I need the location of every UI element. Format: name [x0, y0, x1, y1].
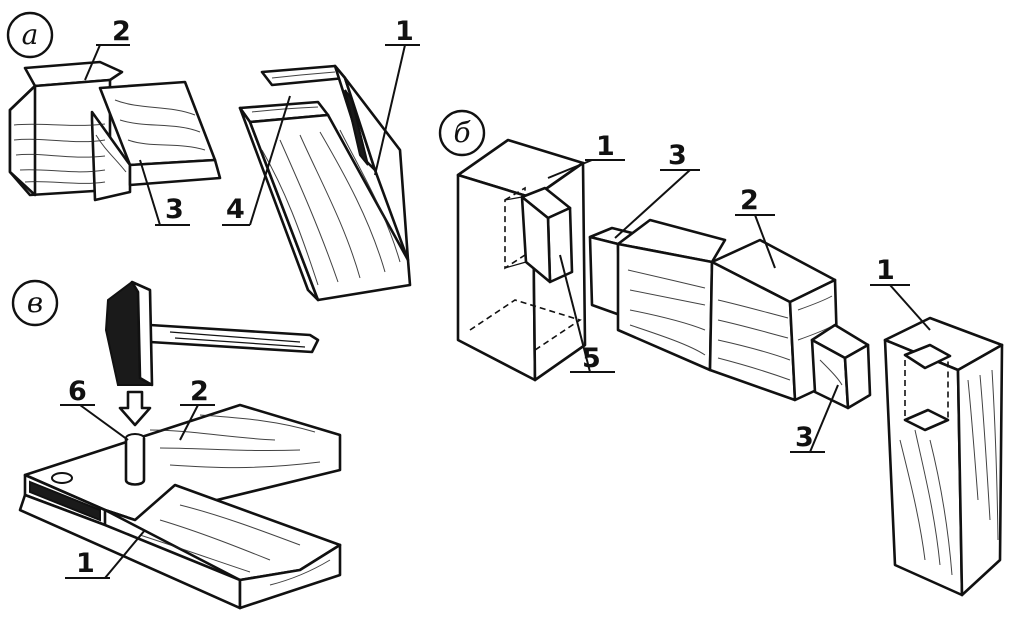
label-6: 6 [68, 376, 87, 407]
panel-v-leaders [60, 404, 215, 579]
rail-part-2 [588, 218, 872, 410]
arrow-down-icon [118, 390, 152, 427]
panel-a: а [6, 11, 420, 302]
label-1-right: 1 [876, 255, 895, 286]
label-1: 1 [395, 16, 414, 47]
label-3: 3 [165, 194, 184, 225]
hammer-icon [104, 280, 320, 387]
corner-joint [18, 403, 342, 610]
panel-a-leaders [84, 44, 420, 226]
panel-b-marker: б [438, 109, 486, 157]
svg-text:а: а [22, 18, 39, 51]
label-3-bottom: 3 [795, 422, 814, 453]
label-4: 4 [226, 194, 245, 225]
label-1: 1 [76, 548, 95, 579]
label-2: 2 [740, 185, 759, 216]
svg-text:б: б [453, 116, 471, 149]
panel-b-leaders [547, 159, 931, 453]
label-2: 2 [190, 376, 209, 407]
label-3-top: 3 [668, 140, 687, 171]
svg-text:в: в [27, 286, 43, 319]
panel-a-marker: а [6, 11, 54, 59]
slotted-block-part-1 [238, 64, 412, 302]
dowel-part-6 [124, 433, 146, 486]
label-5: 5 [582, 343, 601, 374]
label-1-left: 1 [596, 131, 615, 162]
tenon-block-part-2 [8, 60, 222, 202]
panel-b: б [438, 109, 1004, 597]
panel-v: в [11, 279, 342, 610]
post-right-part-1 [883, 316, 1004, 597]
post-left-part-1 [456, 138, 587, 382]
panel-v-marker: в [11, 279, 59, 327]
label-2: 2 [112, 16, 131, 47]
